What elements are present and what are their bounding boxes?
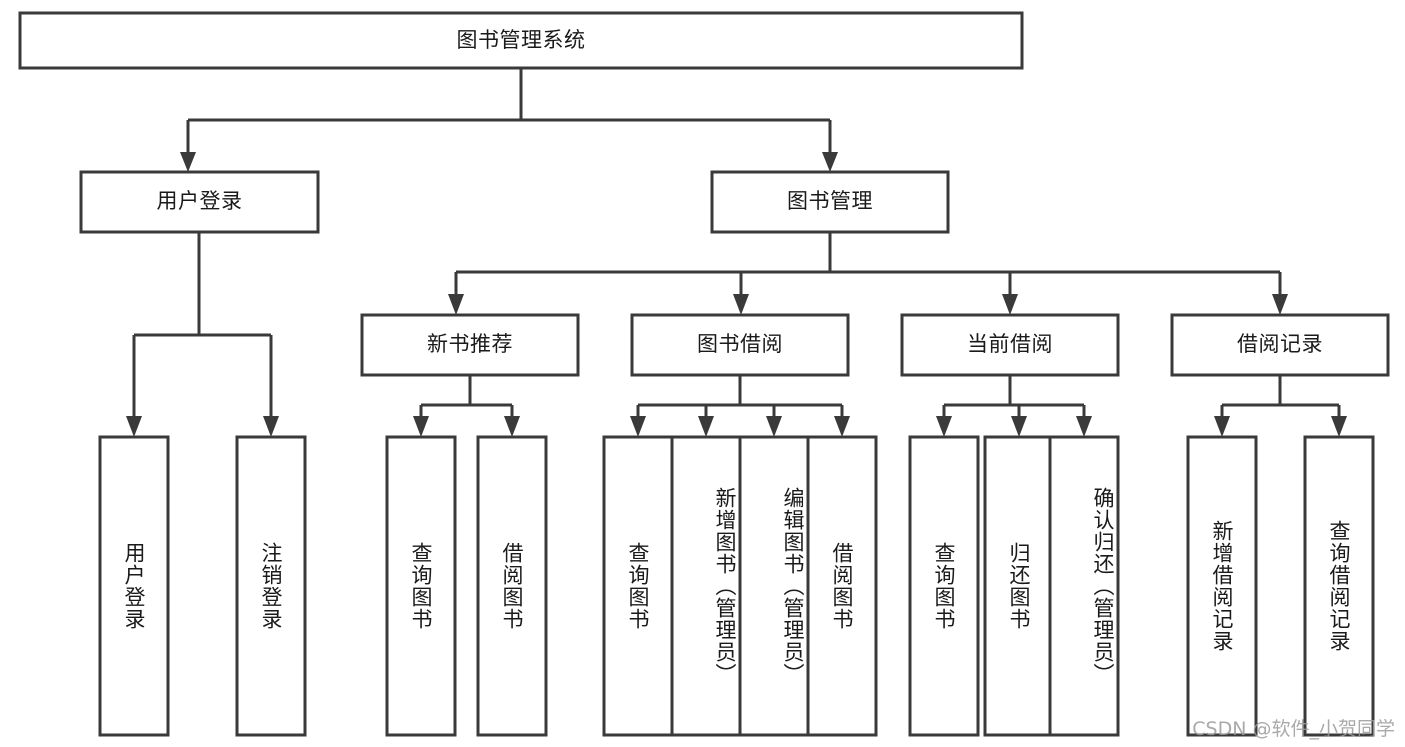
arrow-head-leaf-query-book-2 xyxy=(630,416,646,437)
node-box-leaf-query-record[interactable] xyxy=(1303,435,1375,737)
arrow-head-leaf-query-book-1 xyxy=(413,416,429,437)
node-box-user-login[interactable] xyxy=(79,170,320,234)
node-box-borrow-record[interactable] xyxy=(1170,313,1390,377)
node-box-new-book-recommend[interactable] xyxy=(360,313,580,377)
node-box-root[interactable] xyxy=(18,11,1024,70)
node-box-leaf-query-book-2[interactable] xyxy=(602,435,674,737)
arrow-head-leaf-user-login xyxy=(126,416,142,437)
arrow-head-leaf-return-book xyxy=(1011,416,1027,437)
node-box-leaf-query-book-1[interactable] xyxy=(385,435,457,737)
node-box-leaf-edit-book[interactable] xyxy=(738,435,810,737)
node-box-book-management[interactable] xyxy=(710,170,950,234)
node-box-leaf-borrow-book-2[interactable] xyxy=(806,435,878,737)
arrow-head-user-login xyxy=(180,152,196,172)
arrow-head-leaf-borrow-book-1 xyxy=(504,416,520,437)
arrow-head-leaf-query-record xyxy=(1331,416,1347,437)
arrow-head-leaf-query-book-3 xyxy=(936,416,952,437)
arrow-head-leaf-add-record xyxy=(1214,416,1230,437)
arrow-head-borrow-record xyxy=(1272,294,1288,315)
arrow-head-leaf-logout-login xyxy=(263,416,279,437)
node-box-book-borrow[interactable] xyxy=(630,313,850,377)
arrow-head-book-management xyxy=(822,152,838,172)
arrow-head-leaf-add-book xyxy=(698,416,714,437)
arrow-head-leaf-confirm-return xyxy=(1076,416,1092,437)
arrow-head-current-borrow xyxy=(1002,294,1018,315)
arrow-head-leaf-borrow-book-2 xyxy=(834,416,850,437)
node-box-leaf-logout-login[interactable] xyxy=(235,435,307,737)
arrow-head-leaf-edit-book xyxy=(766,416,782,437)
node-box-leaf-add-record[interactable] xyxy=(1186,435,1258,737)
node-box-leaf-add-book[interactable] xyxy=(670,435,742,737)
node-box-leaf-confirm-return[interactable] xyxy=(1048,435,1120,737)
node-box-leaf-user-login[interactable] xyxy=(98,435,170,737)
arrow-head-book-borrow xyxy=(733,294,749,315)
node-box-leaf-return-book[interactable] xyxy=(983,435,1055,737)
node-box-leaf-borrow-book-1[interactable] xyxy=(476,435,548,737)
arrow-head-new-book-recommend xyxy=(448,294,464,315)
node-box-current-borrow[interactable] xyxy=(900,313,1120,377)
node-box-leaf-query-book-3[interactable] xyxy=(908,435,980,737)
